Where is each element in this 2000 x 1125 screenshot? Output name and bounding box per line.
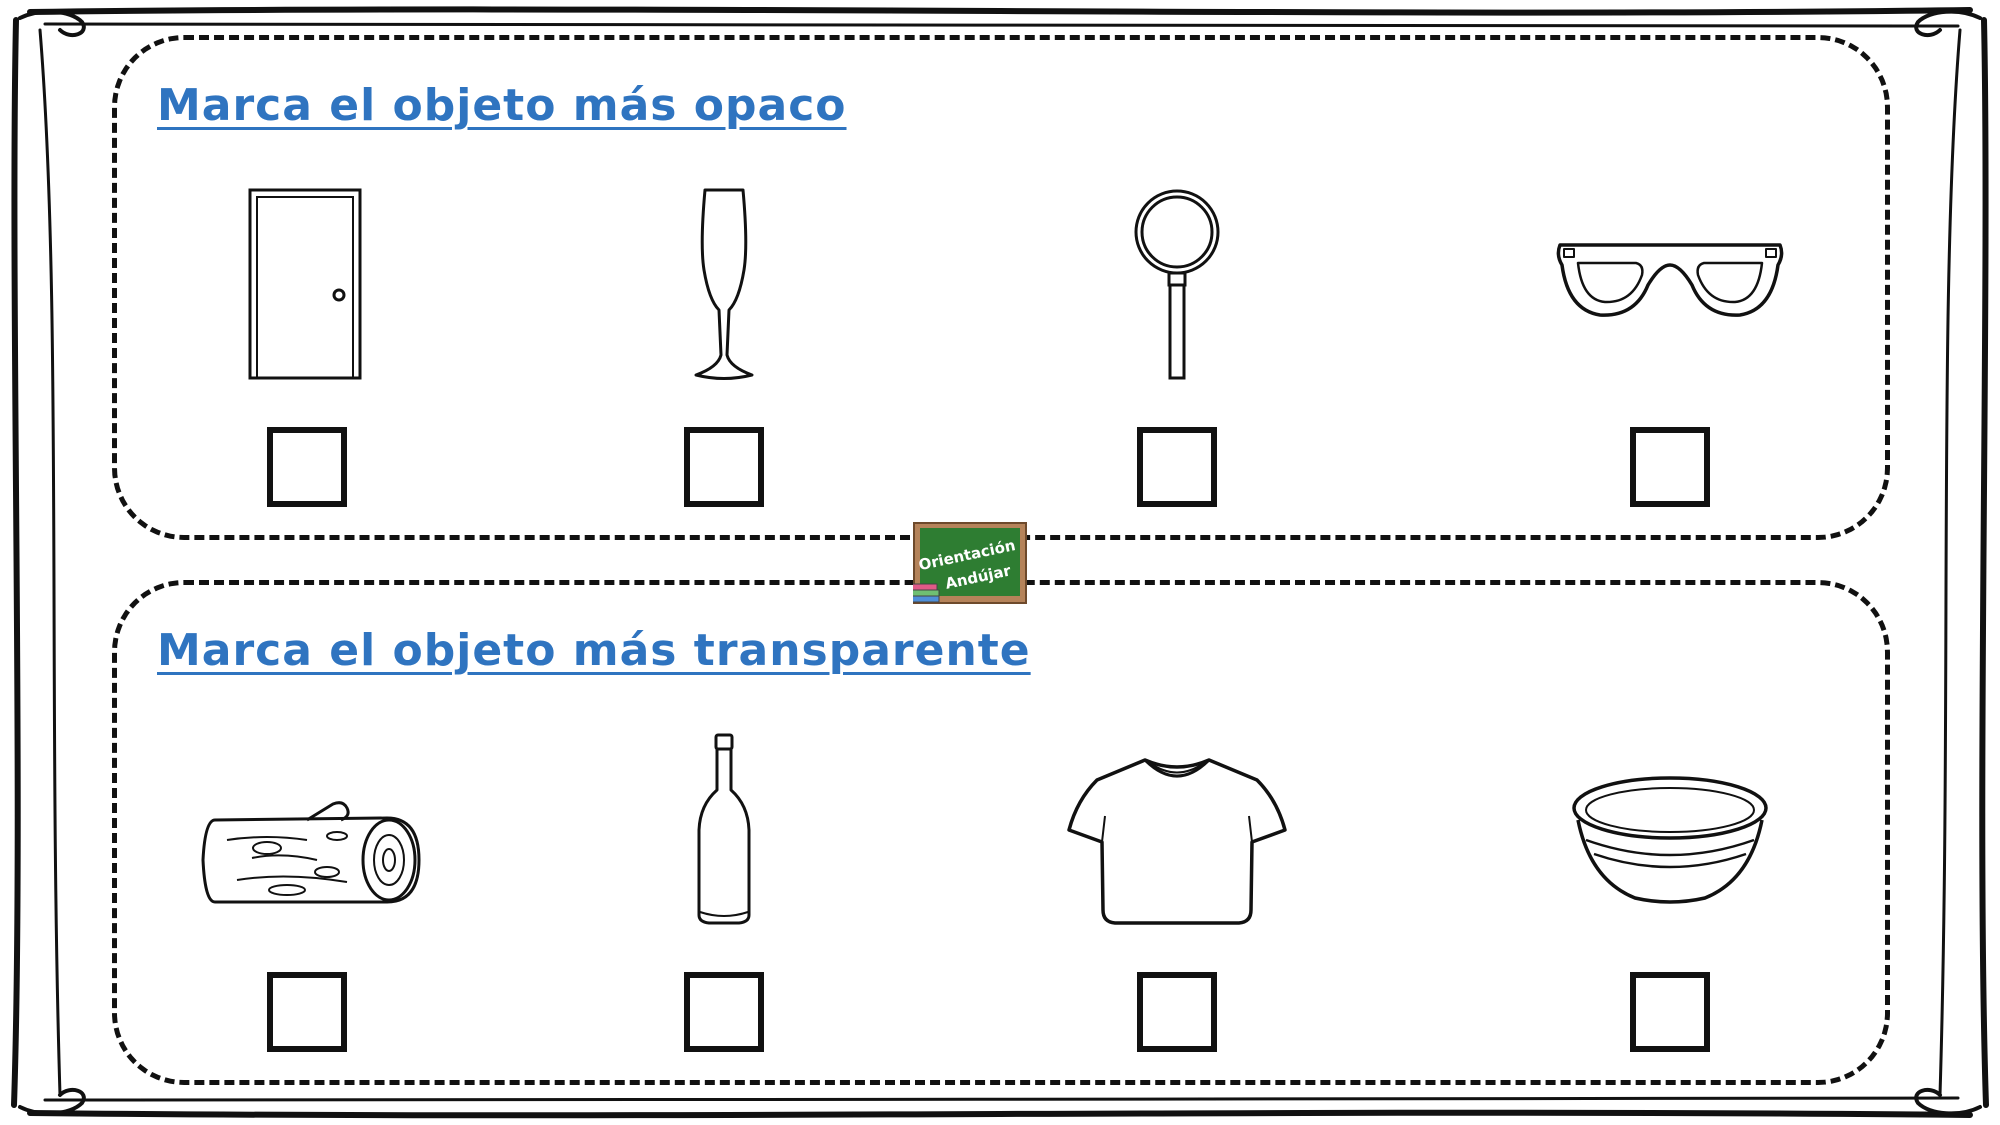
glasses-icon <box>1556 243 1784 317</box>
checkbox[interactable] <box>267 972 347 1052</box>
checkbox[interactable] <box>684 427 764 507</box>
bowl-icon <box>1572 776 1768 904</box>
option-wood-log <box>157 730 457 1070</box>
orientacion-andujar-logo: Orientación Andújar <box>913 522 1027 604</box>
section-opaque: Marca el objeto más opaco <box>112 35 1890 540</box>
section-heading: Marca el objeto más opaco <box>157 80 847 131</box>
wood-log-icon <box>201 801 421 904</box>
door-icon <box>248 188 362 380</box>
magnifying-glass-icon <box>1134 189 1220 380</box>
t-shirt-icon <box>1067 758 1287 925</box>
option-glasses <box>1520 185 1820 525</box>
option-magnifying-glass <box>1027 185 1327 525</box>
section-transparent: Marca el objeto más transparente <box>112 580 1890 1085</box>
option-door <box>157 185 457 525</box>
option-bottle <box>574 730 874 1070</box>
checkbox[interactable] <box>1630 972 1710 1052</box>
checkbox[interactable] <box>1630 427 1710 507</box>
option-t-shirt <box>1027 730 1327 1070</box>
bottle-icon <box>697 733 751 925</box>
option-champagne-glass <box>574 185 874 525</box>
checkbox[interactable] <box>1137 427 1217 507</box>
champagne-glass-icon <box>694 188 754 380</box>
checkbox[interactable] <box>684 972 764 1052</box>
option-bowl <box>1520 730 1820 1070</box>
books-icon <box>913 583 940 603</box>
checkbox[interactable] <box>267 427 347 507</box>
section-heading: Marca el objeto más transparente <box>157 625 1031 676</box>
checkbox[interactable] <box>1137 972 1217 1052</box>
